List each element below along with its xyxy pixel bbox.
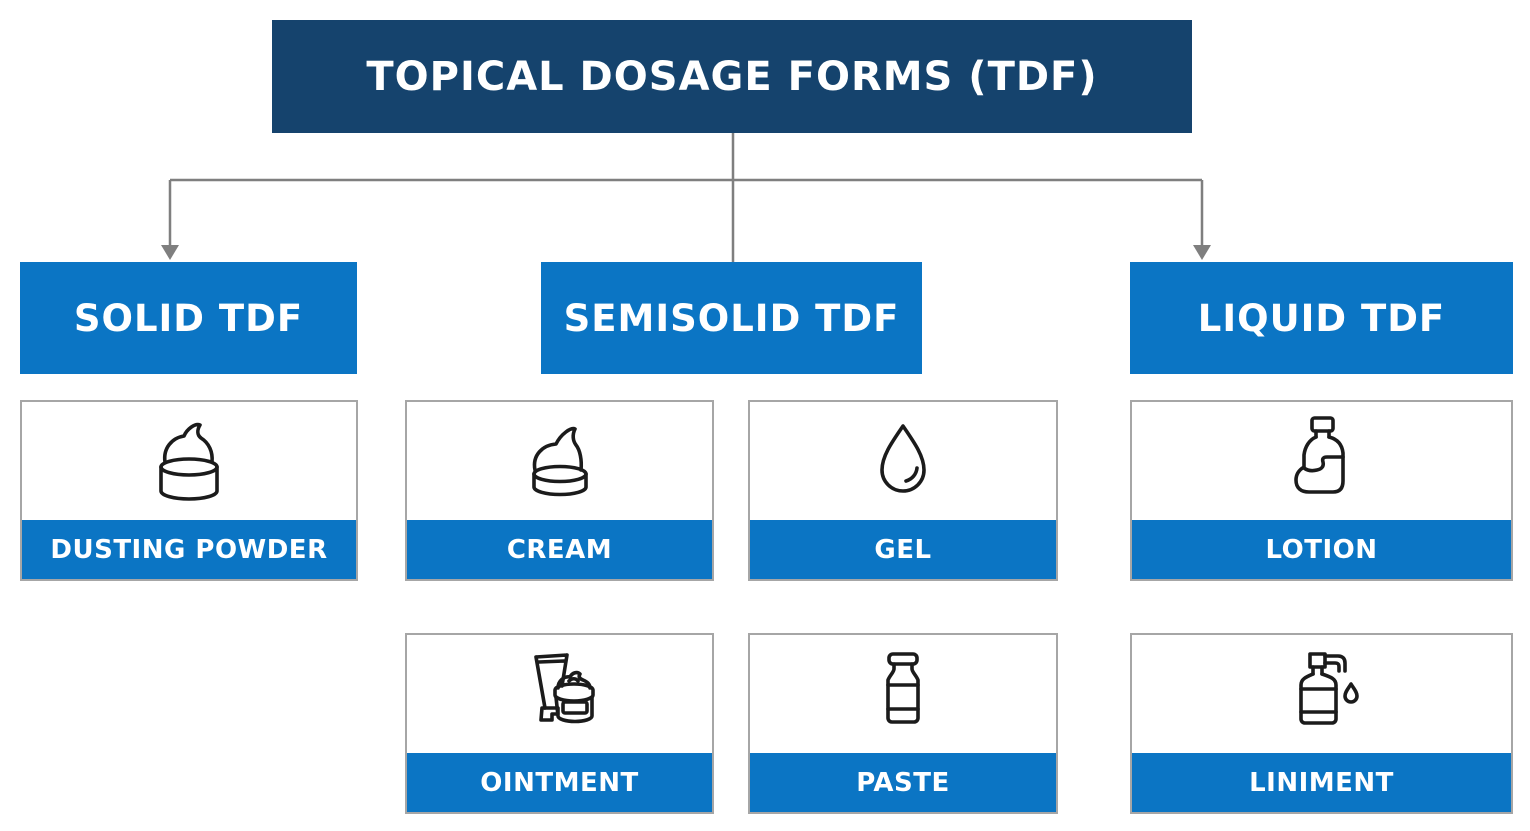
category-label: SEMISOLID TDF bbox=[563, 296, 900, 340]
icon-area bbox=[750, 635, 1056, 753]
card-label: CREAM bbox=[506, 534, 613, 565]
category-box-liquid-tdf: LIQUID TDF bbox=[1130, 262, 1513, 374]
arrowhead-left bbox=[161, 245, 179, 260]
icon-area bbox=[407, 635, 712, 753]
card-cream: CREAM bbox=[405, 400, 714, 581]
icon-area bbox=[1132, 635, 1511, 753]
cream-dollop-icon bbox=[531, 426, 588, 497]
connector-path bbox=[168, 133, 1204, 263]
icon-area bbox=[407, 402, 712, 520]
category-box-semisolid-tdf: SEMISOLID TDF bbox=[541, 262, 922, 374]
card-label-bar: LOTION bbox=[1132, 520, 1511, 579]
card-label-bar: DUSTING POWDER bbox=[22, 520, 356, 579]
paste-jar-icon bbox=[886, 652, 920, 724]
card-label: LOTION bbox=[1265, 534, 1378, 565]
icon-area bbox=[750, 402, 1056, 520]
category-label: SOLID TDF bbox=[73, 296, 304, 340]
powder-jar-icon bbox=[159, 422, 219, 501]
category-box-solid-tdf: SOLID TDF bbox=[20, 262, 357, 374]
card-label: DUSTING POWDER bbox=[50, 534, 328, 565]
card-label: PASTE bbox=[856, 767, 950, 798]
card-label-bar: OINTMENT bbox=[407, 753, 712, 812]
tube-and-jar-icon bbox=[533, 653, 595, 724]
pump-bottle-icon bbox=[1298, 652, 1359, 725]
card-label-bar: GEL bbox=[750, 520, 1056, 579]
diagram-title-box: TOPICAL DOSAGE FORMS (TDF) bbox=[272, 20, 1192, 133]
card-liniment: LINIMENT bbox=[1130, 633, 1513, 814]
category-label: LIQUID TDF bbox=[1197, 296, 1446, 340]
card-label: GEL bbox=[874, 534, 932, 565]
card-lotion: LOTION bbox=[1130, 400, 1513, 581]
icon-area bbox=[1132, 402, 1511, 520]
icon-area bbox=[22, 402, 356, 520]
gel-drop-icon bbox=[880, 424, 926, 493]
card-dusting-powder: DUSTING POWDER bbox=[20, 400, 358, 581]
diagram-title: TOPICAL DOSAGE FORMS (TDF) bbox=[366, 53, 1098, 100]
lotion-bottle-icon bbox=[1293, 416, 1345, 494]
arrowhead-right bbox=[1193, 245, 1211, 260]
card-label-bar: CREAM bbox=[407, 520, 712, 579]
card-ointment: OINTMENT bbox=[405, 633, 714, 814]
card-label: OINTMENT bbox=[480, 767, 639, 798]
card-label-bar: LINIMENT bbox=[1132, 753, 1511, 812]
card-gel: GEL bbox=[748, 400, 1058, 581]
card-paste: PASTE bbox=[748, 633, 1058, 814]
card-label: LINIMENT bbox=[1249, 767, 1394, 798]
card-label-bar: PASTE bbox=[750, 753, 1056, 812]
